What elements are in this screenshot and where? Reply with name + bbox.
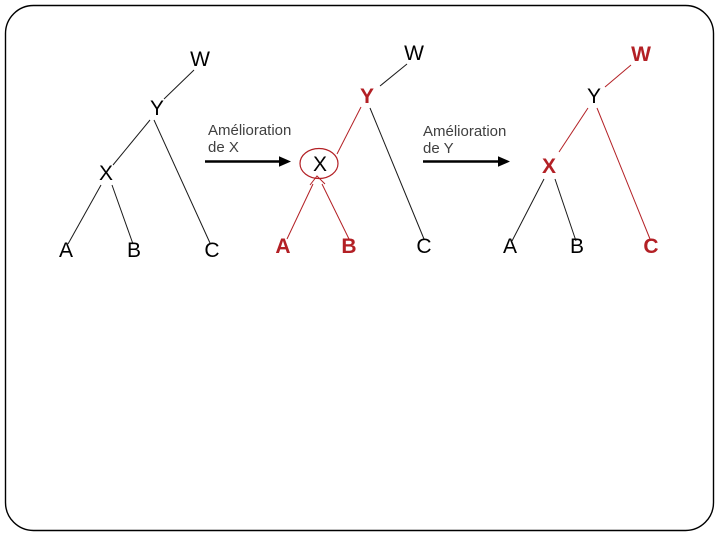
tree-initial-edge-x-a bbox=[67, 184, 102, 245]
tree-after-y-node-a: A bbox=[503, 235, 517, 258]
tree-after-y-node-w: W bbox=[631, 43, 651, 66]
improve-x-arrow-group: Amélioration de X bbox=[205, 122, 291, 167]
tree-after-x-node-w: W bbox=[404, 42, 424, 65]
tree-after-y-node-c: C bbox=[643, 235, 658, 258]
tree-after-y-edge-y-x bbox=[558, 107, 589, 153]
improve-x-arrowhead-icon bbox=[279, 156, 291, 167]
tree-after-improve-y: W Y X A B C bbox=[503, 43, 659, 258]
tree-after-y-edge-y-c bbox=[596, 107, 651, 240]
improve-y-label-line2: de Y bbox=[423, 140, 454, 157]
tree-after-y-edge-x-a bbox=[511, 178, 545, 242]
tree-after-y-node-y: Y bbox=[587, 85, 601, 108]
tree-initial-node-a: A bbox=[59, 239, 73, 262]
tree-after-x-node-y: Y bbox=[360, 85, 374, 108]
tree-after-x-edge-y-x bbox=[336, 106, 362, 155]
tree-initial-node-b: B bbox=[127, 239, 141, 262]
improve-y-label-line1: Amélioration bbox=[423, 123, 506, 140]
x-up-arrowhead-icon bbox=[309, 175, 326, 186]
tree-after-x-edge-y-c bbox=[369, 107, 425, 240]
tree-after-x-edge-x-a bbox=[286, 183, 314, 240]
tree-after-x-node-x: X bbox=[313, 153, 327, 176]
tree-initial: W Y X A B C bbox=[59, 48, 220, 262]
tree-after-y-edge-w-y bbox=[604, 64, 632, 88]
tree-after-y-node-b: B bbox=[570, 235, 584, 258]
tree-after-y-edge-x-b bbox=[554, 178, 577, 242]
tree-initial-node-c: C bbox=[204, 239, 219, 262]
tree-after-x-node-c: C bbox=[416, 235, 431, 258]
tree-after-x-node-a: A bbox=[275, 235, 290, 258]
improve-y-arrowhead-icon bbox=[498, 156, 510, 167]
tree-after-x-node-b: B bbox=[341, 235, 356, 258]
slide-border bbox=[4, 4, 715, 532]
tree-after-x-edge-w-y bbox=[379, 63, 408, 87]
improve-x-label-line2: de X bbox=[208, 139, 239, 156]
improve-x-label-line1: Amélioration bbox=[208, 122, 291, 139]
tree-after-y-node-x: X bbox=[542, 155, 556, 178]
tree-after-improve-x: W Y X A B C bbox=[275, 42, 431, 258]
tree-initial-edge-y-x bbox=[112, 119, 151, 166]
tree-initial-edge-x-b bbox=[111, 184, 134, 245]
tree-initial-edge-y-c bbox=[153, 119, 211, 244]
improve-y-arrow-group: Amélioration de Y bbox=[423, 123, 510, 167]
tree-initial-node-w: W bbox=[190, 48, 210, 71]
tree-initial-edge-w-y bbox=[163, 69, 195, 100]
tree-after-x-edge-x-b bbox=[321, 183, 350, 240]
tree-initial-node-x: X bbox=[99, 162, 113, 185]
tree-initial-node-y: Y bbox=[150, 97, 164, 120]
